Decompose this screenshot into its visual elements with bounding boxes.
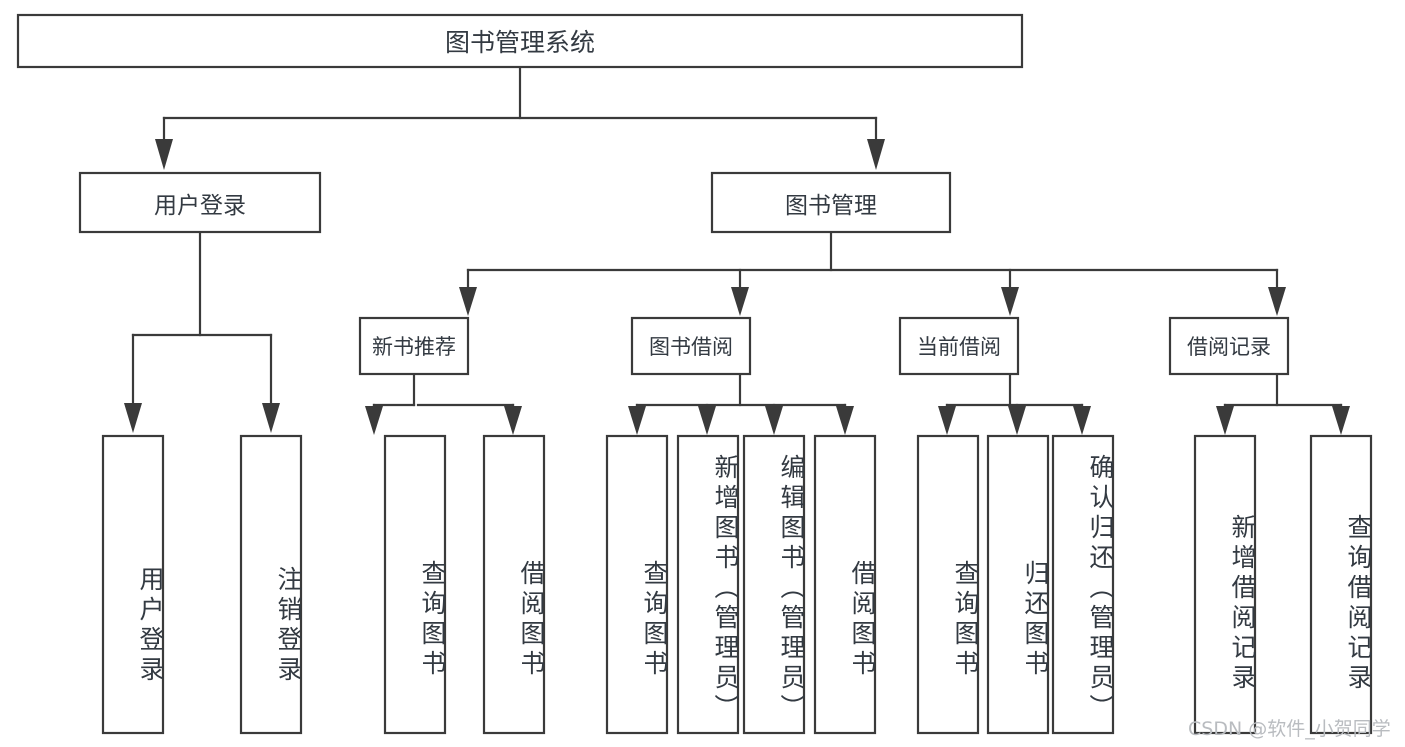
connector-group-borrow-record [1216,372,1350,435]
node-box-leaf-book-borrow-0[interactable] [605,434,669,735]
arrow-head-bookborrow-3 [765,406,783,435]
node-box-leaf-borrow-record-1[interactable] [1309,434,1373,735]
arrow-head-currentborrow-1 [938,406,956,435]
arrow-head-bookmanage-1 [459,287,477,316]
node-box-current-borrow[interactable] [898,316,1020,376]
arrow-head-borrowrecord-2 [1332,406,1350,435]
node-box-root[interactable] [16,13,1024,69]
connector-group-user-login [124,230,280,433]
node-box-new-book-recommend[interactable] [358,316,470,376]
connector-group-root [155,65,885,170]
arrow-head-borrowrecord-1 [1216,406,1234,435]
node-box-leaf-book-borrow-2[interactable] [742,434,806,735]
node-box-leaf-user-login-0[interactable] [101,434,165,735]
arrow-head-currentborrow-3 [1073,406,1091,435]
connector-group-new-book [365,372,522,435]
arrow-head-newbook-1 [365,406,383,435]
node-box-leaf-user-login-1[interactable] [239,434,303,735]
connector-group-book-manage [459,230,1286,316]
node-box-user-login[interactable] [78,171,322,234]
arrow-head-bookmanage-2 [731,287,749,316]
connector-group-current-borrow [938,372,1091,435]
arrow-head-bookmanage-3 [1001,287,1019,316]
node-box-leaf-borrow-record-0[interactable] [1193,434,1257,735]
node-box-leaf-book-borrow-1[interactable] [676,434,740,735]
arrow-head-root-2 [867,139,885,170]
node-box-borrow-record[interactable] [1168,316,1290,376]
node-box-leaf-book-borrow-3[interactable] [813,434,877,735]
arrow-head-root-1 [155,139,173,170]
node-box-leaf-current-borrow-0[interactable] [916,434,980,735]
arrow-head-bookborrow-2 [698,406,716,435]
node-box-book-borrow[interactable] [630,316,752,376]
connector-group-book-borrow [628,372,854,435]
arrow-head-currentborrow-2 [1008,406,1026,435]
arrow-head-bookmanage-4 [1268,287,1286,316]
node-box-book-manage[interactable] [710,171,952,234]
node-box-leaf-new-book-1[interactable] [482,434,546,735]
arrow-head-newbook-2 [504,406,522,435]
arrow-head-bookborrow-1 [628,406,646,435]
arrow-head-userlogin-2 [262,403,280,433]
node-box-leaf-new-book-0[interactable] [383,434,447,735]
arrow-head-bookborrow-4 [836,406,854,435]
node-box-leaf-current-borrow-1[interactable] [986,434,1050,735]
arrow-head-userlogin-1 [124,403,142,433]
node-box-leaf-current-borrow-2[interactable] [1051,434,1115,735]
